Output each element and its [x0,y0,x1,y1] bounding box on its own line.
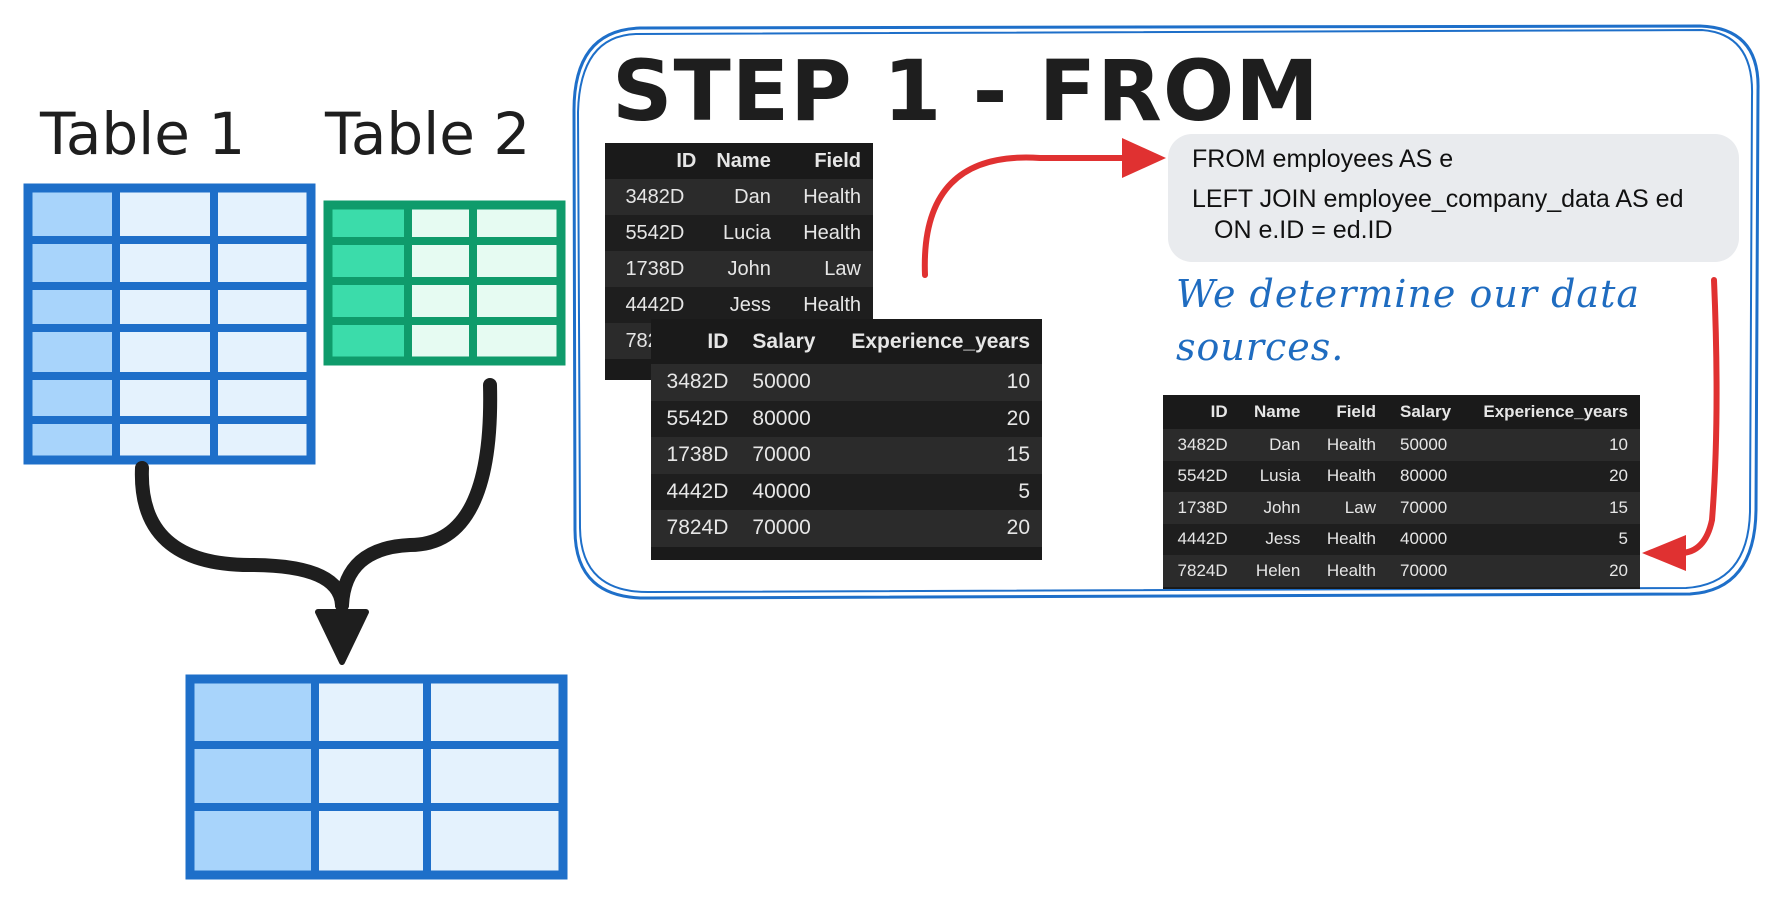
col-header: Salary [1399,402,1452,421]
cell: 7824D [651,510,741,547]
table-row: 5542D Lusia Health 80000 20 [1163,460,1640,492]
cell: 70000 [1387,492,1466,524]
cell: 3482D [605,179,697,215]
table-row: 4442D Jess Health [605,287,873,323]
cell: 5 [831,473,1042,510]
col-header: Field [1336,402,1376,421]
cell: Health [782,215,873,251]
cell: 10 [1465,429,1640,461]
cell: 70000 [740,510,832,547]
cell: 1738D [651,437,741,474]
sql-line-2: LEFT JOIN employee_company_data AS ed [1192,185,1684,213]
cell: 15 [1465,492,1640,524]
table-row: 1738D John Law 70000 15 [1163,492,1640,524]
table1-label: Table 1 [40,100,246,168]
step-frame [572,24,1760,600]
table2-grid-icon [323,200,566,366]
sql-line-3: ON e.ID = ed.ID [1214,216,1393,244]
table-row: 5542D Lucia Health [605,215,873,251]
cell: Helen [1239,555,1313,587]
cell: Health [1312,523,1388,555]
merge-arrow [134,378,498,612]
col-header: Salary [752,329,816,353]
cell: Jess [696,287,783,323]
table-row: 3482D 50000 10 [651,364,1042,401]
company-data-table: ID Salary Experience_years 3482D 50000 1… [651,319,1042,560]
sql-line-1: FROM employees AS e [1192,145,1454,173]
col-header: Experience_years [1483,402,1628,421]
cell: Law [1312,492,1388,524]
cell: 5542D [1163,460,1240,492]
table-row: 4442D 40000 5 [651,473,1042,510]
cell: Health [1312,460,1388,492]
col-header: ID [1210,402,1228,421]
col-header: Name [1254,402,1301,421]
cell: 40000 [1387,523,1466,555]
cell: 80000 [740,400,832,437]
red-arrow-to-sql [921,138,1166,278]
col-header: Field [814,149,861,172]
cell: 80000 [1387,460,1466,492]
cell: Law [782,251,873,287]
cell: Lucia [696,215,783,251]
table-row: 1738D John Law [605,251,873,287]
cell: Lusia [1239,460,1313,492]
table1-grid-icon [23,183,316,465]
cell: Health [782,287,873,323]
cell: 50000 [740,364,832,401]
table-row: 4442D Jess Health 40000 5 [1163,523,1640,555]
cell: 4442D [605,287,697,323]
cell: John [1239,492,1313,524]
cell: John [696,251,783,287]
cell: Health [1312,429,1388,461]
joined-result-table: ID Name Field Salary Experience_years 34… [1163,395,1640,589]
cell: 70000 [740,437,832,474]
cell: 5 [1465,523,1640,555]
table-row: 7824D 70000 20 [651,510,1042,547]
cell: 4442D [1163,523,1240,555]
cell: 10 [831,364,1042,401]
cell: 20 [1465,555,1640,587]
cell: 5542D [605,215,697,251]
cell: Dan [696,179,783,215]
cell: 40000 [740,473,832,510]
cell: Health [1312,555,1388,587]
col-header: ID [707,329,729,353]
cell: 70000 [1387,555,1466,587]
explanation-note: We determine our data sources. [1176,272,1640,369]
col-header: Name [716,149,771,172]
table-row: 5542D 80000 20 [651,400,1042,437]
sql-box [1168,134,1739,262]
cell: 50000 [1387,429,1466,461]
step-title: STEP 1 - FROM [612,42,1320,140]
cell: 3482D [651,364,741,401]
cell: 20 [831,510,1042,547]
cell: 1738D [1163,492,1240,524]
cell: Jess [1239,523,1313,555]
cell: 5542D [651,400,741,437]
cell: Dan [1239,429,1313,461]
cell: Health [782,179,873,215]
red-arrow-to-result [1642,277,1720,571]
result-grid-icon [185,674,568,880]
table-row: 1738D 70000 15 [651,437,1042,474]
cell: 3482D [1163,429,1240,461]
cell: 1738D [605,251,697,287]
table-row: 3482D Dan Health 50000 10 [1163,429,1640,461]
cell: 4442D [651,473,741,510]
col-header: ID [676,149,697,172]
table-row: 3482D Dan Health [605,179,873,215]
table-row: 7824D Helen Health 70000 20 [1163,555,1640,587]
col-header: Experience_years [851,329,1030,353]
cell: 15 [831,437,1042,474]
cell: 7824D [1163,555,1240,587]
cell: 20 [831,400,1042,437]
table2-label: Table 2 [325,100,531,168]
cell: 20 [1465,460,1640,492]
